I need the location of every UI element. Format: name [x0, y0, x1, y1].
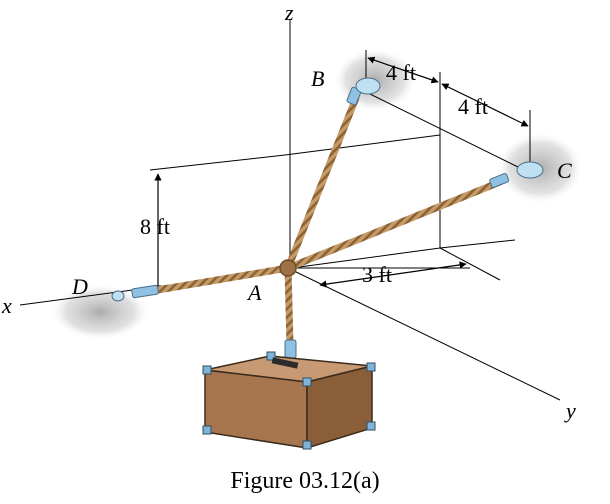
- height-ext-top-2: [284, 134, 441, 156]
- b-guide-horizontal: [365, 91, 521, 169]
- rope-ac: [284, 178, 504, 272]
- point-label-b: B: [311, 66, 324, 91]
- dim-label-ay: 3 ft: [362, 262, 392, 287]
- base-line-1: [291, 247, 441, 269]
- fittings: [131, 86, 510, 359]
- dim-3ft-ext: [439, 247, 501, 281]
- axis-label-z: z: [284, 0, 294, 25]
- point-label-a: A: [246, 280, 262, 305]
- dim-bc-arrow: [441, 83, 529, 127]
- anchor-plate-d: [111, 290, 125, 302]
- point-label-d: D: [71, 274, 88, 299]
- dim-label-bc: 4 ft: [458, 94, 488, 119]
- rope-a-crate: [284, 264, 294, 349]
- labels: z x y A B C D 4 ft 4 ft 8 ft 3 ft: [1, 0, 576, 423]
- height-ext-top: [149, 154, 286, 171]
- anchor-plate-c: [516, 161, 544, 179]
- point-label-c: C: [557, 158, 572, 183]
- dimension-arrows: [154, 56, 529, 293]
- y-axis: [291, 269, 561, 401]
- fitting-c: [489, 173, 510, 188]
- dim-label-height: 8 ft: [140, 214, 170, 239]
- figure-caption: Figure 03.12(a): [230, 468, 380, 494]
- dim-bx-arrow: [367, 56, 439, 84]
- dim-label-bx: 4 ft: [386, 60, 416, 85]
- rope-ad: [136, 264, 292, 297]
- crate-front: [204, 369, 308, 449]
- dim-ay-arrow: [319, 261, 467, 288]
- fitting-d: [131, 284, 159, 299]
- axis-label-y: y: [564, 398, 576, 423]
- axis-label-x: x: [1, 293, 12, 318]
- crate-corner-brackets: [202, 351, 376, 450]
- fitting-crate: [284, 339, 297, 359]
- crate: [202, 351, 376, 450]
- base-line-2: [439, 239, 516, 249]
- anchor-plate-b: [355, 77, 381, 95]
- crate-eye-bolt: [271, 357, 299, 369]
- knot-a: [279, 259, 297, 277]
- ropes: [136, 94, 504, 381]
- rope-ab: [284, 94, 360, 272]
